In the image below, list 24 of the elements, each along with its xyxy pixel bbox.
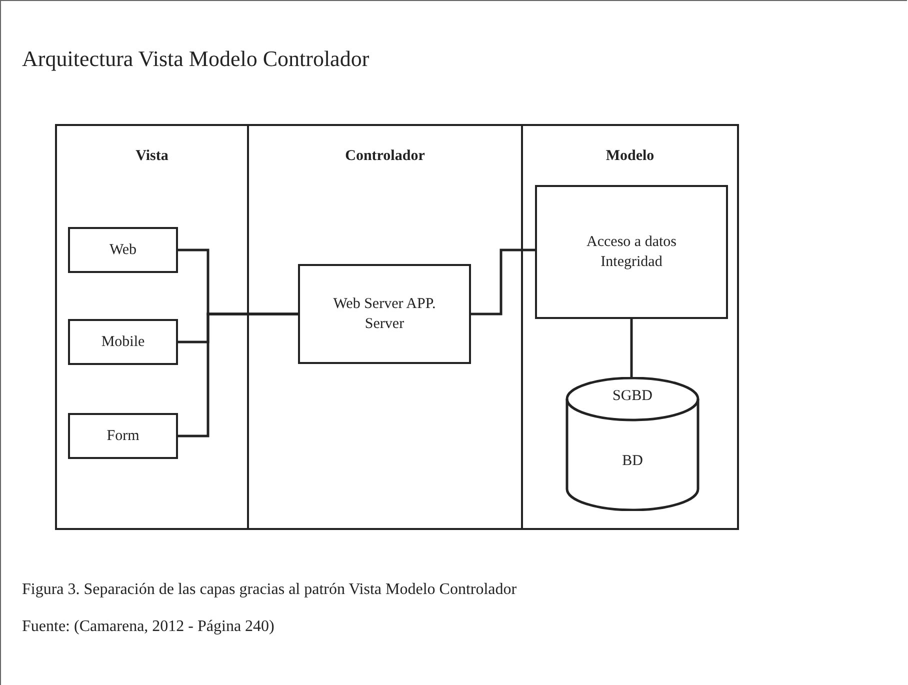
- box-label: Web: [108, 241, 138, 260]
- layer-column: [55, 124, 249, 530]
- connector-line: [178, 312, 298, 438]
- box-label: Acceso a datos Integridad: [586, 233, 678, 272]
- column-heading: Controlador: [344, 148, 426, 165]
- figure-caption: Figura 3. Separación de las capas gracias al patrón Vista Modelo Controlador: [22, 581, 517, 599]
- connector-line: [630, 319, 633, 377]
- layer-column: [247, 124, 523, 530]
- box-label: Form: [106, 427, 140, 446]
- process-box: [68, 227, 178, 273]
- cylinder-top-label: SGBD: [611, 387, 654, 406]
- column-heading: Vista: [134, 148, 170, 165]
- box-label: Web Server APP. Server: [332, 295, 437, 334]
- cylinder-body-label: BD: [621, 452, 644, 471]
- process-box: [535, 185, 728, 319]
- process-box: [68, 413, 178, 459]
- connector-line: [471, 248, 535, 316]
- layer-column: [521, 124, 739, 530]
- box-label: Mobile: [100, 333, 146, 352]
- source-note: Fuente: (Camarena, 2012 - Página 240): [22, 618, 274, 636]
- process-box: [298, 264, 471, 364]
- process-box: [68, 319, 178, 365]
- column-heading: Modelo: [604, 148, 656, 165]
- diagram-title: Arquitectura Vista Modelo Controlador: [22, 46, 370, 72]
